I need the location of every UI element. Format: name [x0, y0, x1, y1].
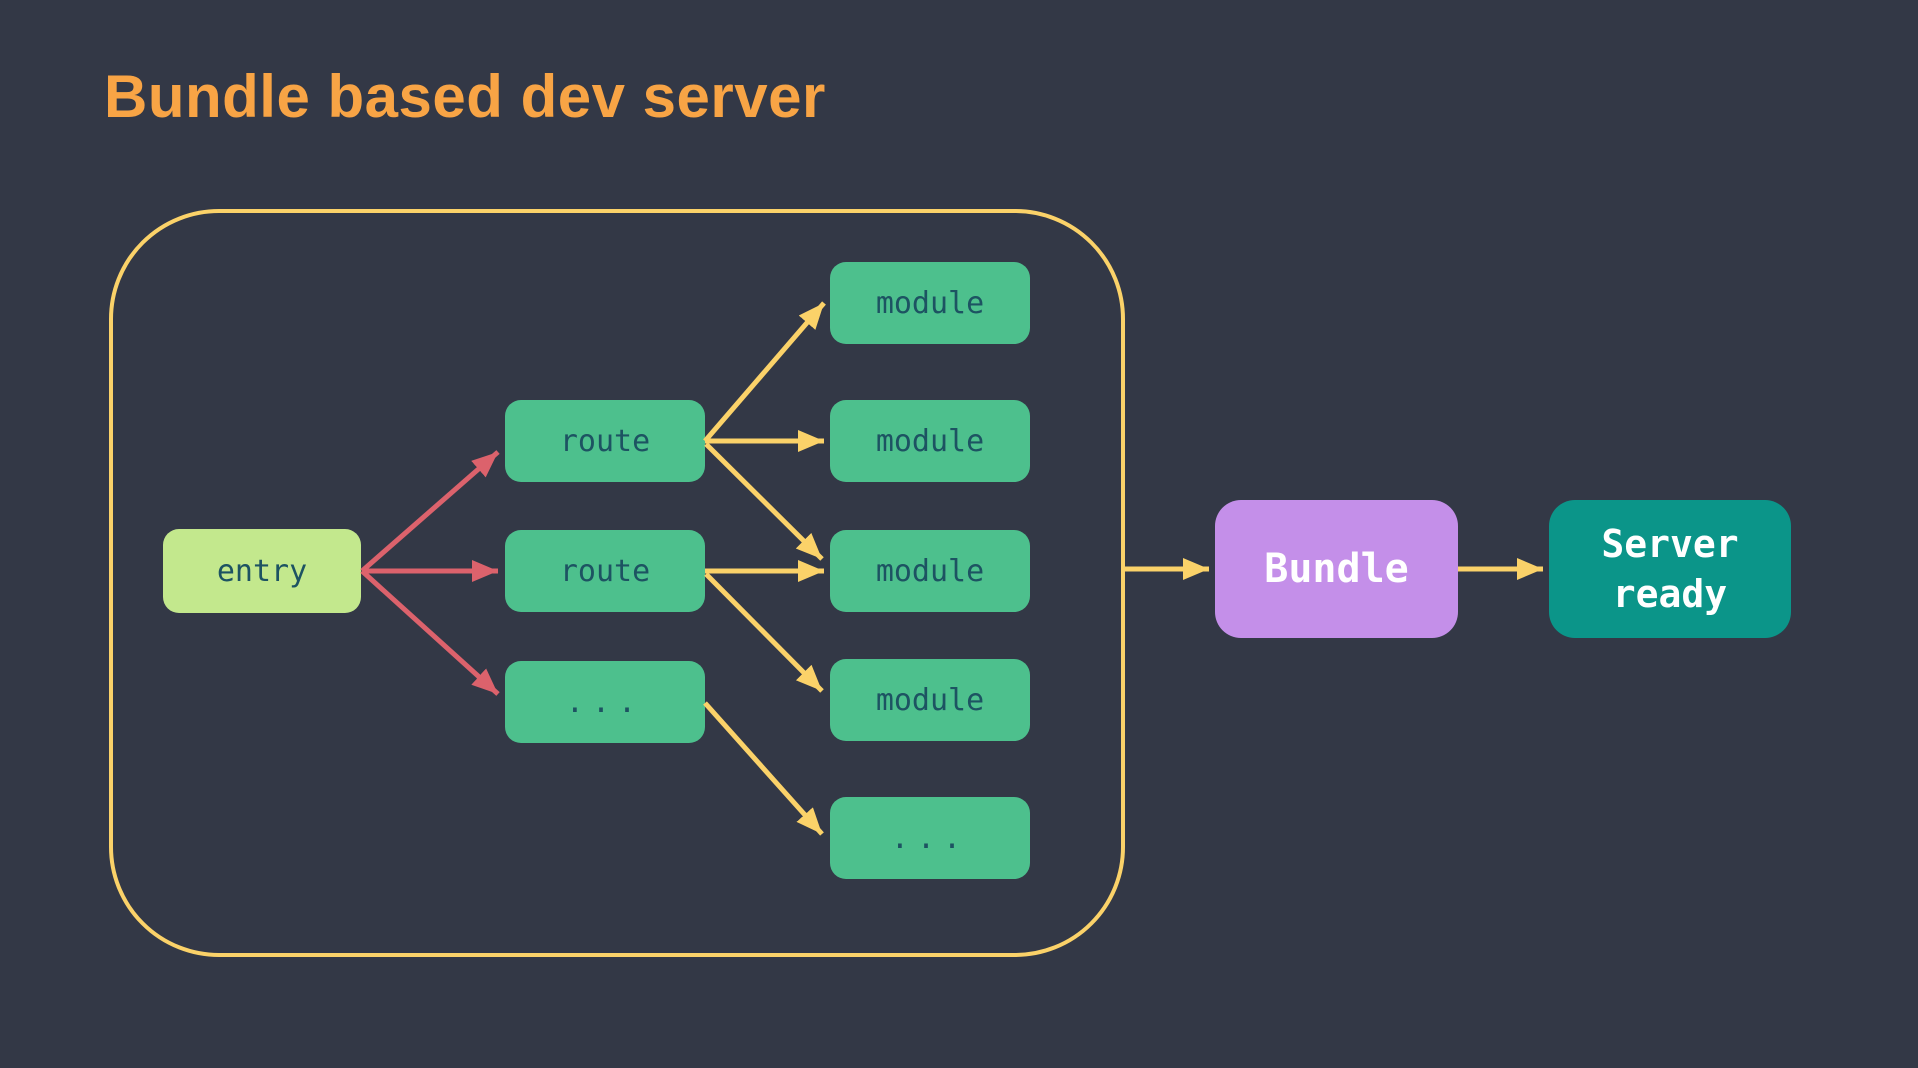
route-node-2-label: route [559, 553, 651, 589]
server-ready-node: Server ready [1549, 500, 1791, 638]
entry-node-label: entry [216, 553, 308, 589]
module-node-3: module [830, 530, 1030, 612]
route-node-ellipsis-label: ... [565, 684, 645, 720]
bundle-node-label: Bundle [1264, 545, 1409, 592]
module-node-1: module [830, 262, 1030, 344]
module-node-4: module [830, 659, 1030, 741]
entry-node: entry [163, 529, 361, 613]
dev-server-boundary-box [109, 209, 1125, 957]
module-node-3-label: module [875, 553, 985, 589]
module-node-2: module [830, 400, 1030, 482]
module-node-ellipsis: ... [830, 797, 1030, 879]
server-ready-node-label: Server ready [1601, 521, 1739, 616]
module-node-2-label: module [875, 423, 985, 459]
module-node-ellipsis-label: ... [890, 820, 970, 856]
route-node-2: route [505, 530, 705, 612]
bundle-node: Bundle [1215, 500, 1458, 638]
module-node-4-label: module [875, 682, 985, 718]
module-node-1-label: module [875, 285, 985, 321]
route-node-ellipsis: ... [505, 661, 705, 743]
page-title: Bundle based dev server [104, 63, 826, 130]
route-node-1-label: route [559, 423, 651, 459]
route-node-1: route [505, 400, 705, 482]
